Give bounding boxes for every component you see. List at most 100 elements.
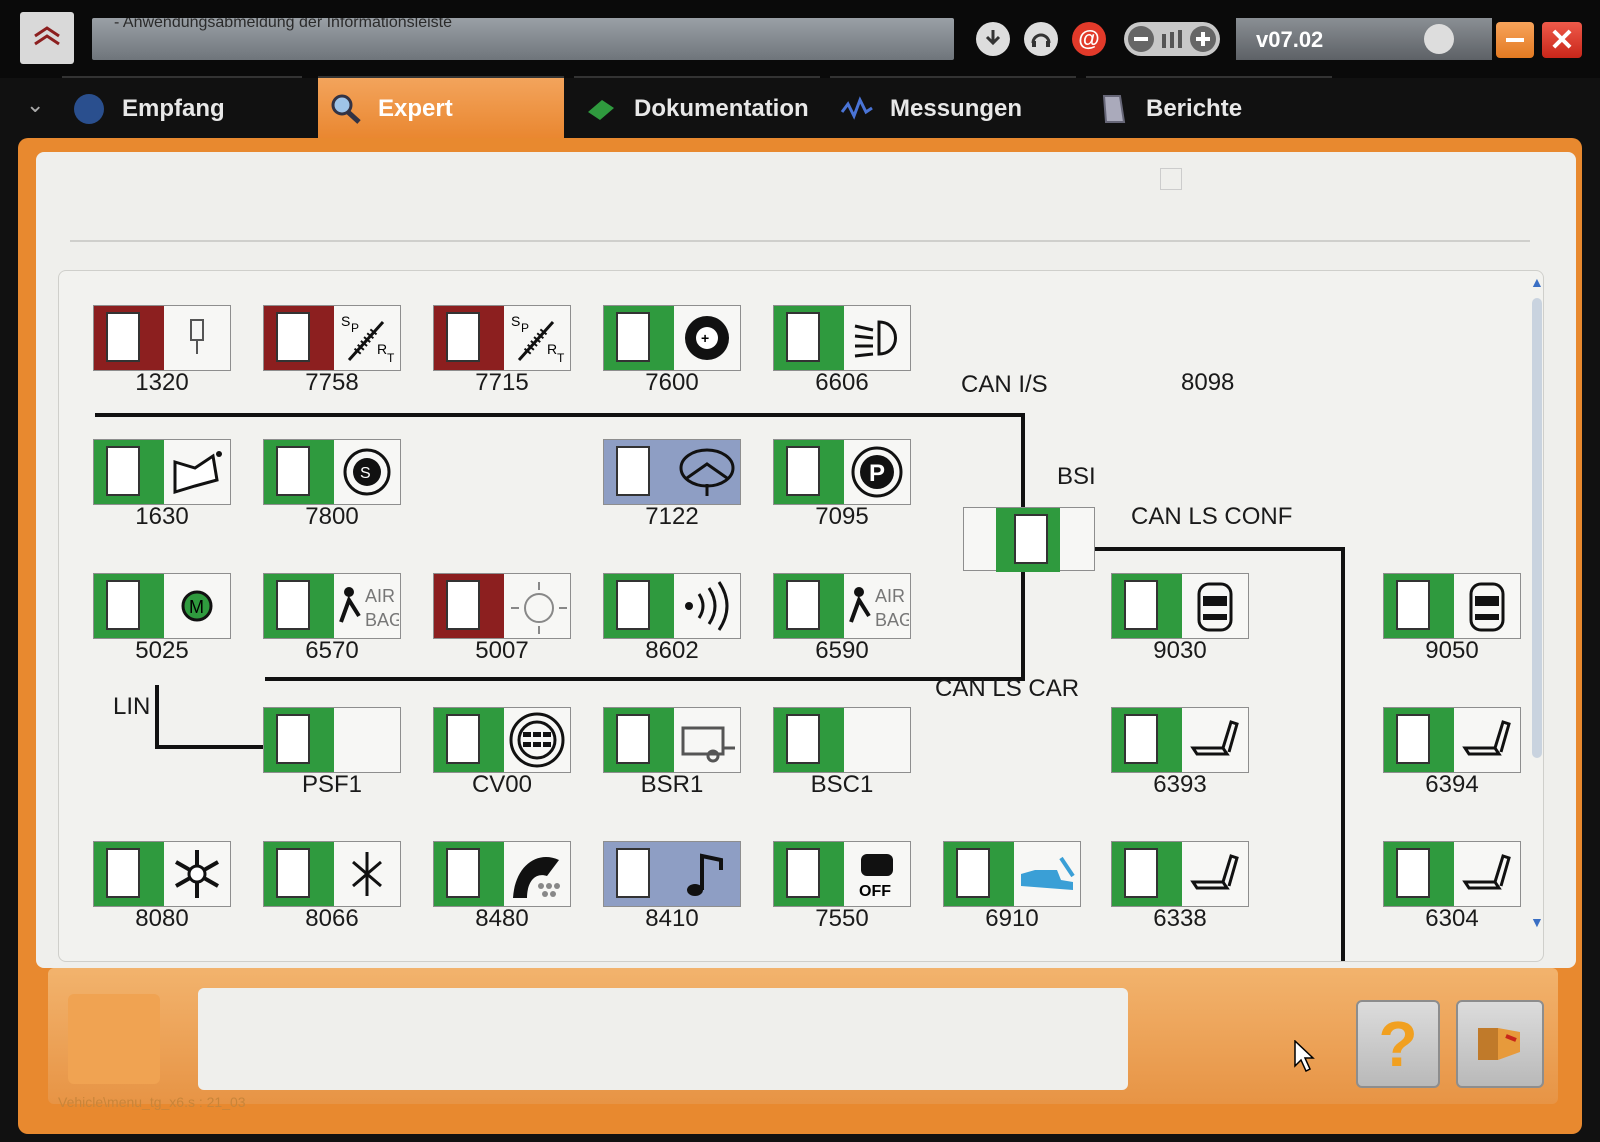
ecu-module-5007[interactable] (433, 573, 571, 639)
tab-label: Dokumentation (634, 95, 809, 122)
trailer-icon (674, 708, 740, 772)
volume-slider[interactable] (1124, 22, 1220, 56)
tab-empfang[interactable]: Empfang (62, 76, 302, 140)
minimize-button[interactable] (1496, 22, 1534, 58)
module-status-block (604, 708, 674, 772)
module-status-block (604, 574, 674, 638)
ecu-module-6570[interactable]: AIRBAG (263, 573, 401, 639)
ecu-chip-icon (106, 848, 140, 898)
lin-label: LIN (113, 693, 151, 720)
ecu-module-6394[interactable] (1383, 707, 1521, 773)
ecu-module-6910[interactable] (943, 841, 1081, 907)
ecu-module-bsr1[interactable] (603, 707, 741, 773)
module-code-label: CV00 (471, 771, 533, 798)
power-icon[interactable] (1424, 24, 1454, 54)
ecu-module-7122[interactable] (603, 439, 741, 505)
tab-dokumentation[interactable]: Dokumentation (574, 76, 820, 140)
network-diagram: CAN I/S 8098 BSI CAN LS CONF CAN LS CAR … (58, 270, 1544, 962)
ecu-module-9050[interactable] (1383, 573, 1521, 639)
ecu-module-6304[interactable] (1383, 841, 1521, 907)
ecu-module-psf1[interactable] (263, 707, 401, 773)
download-icon[interactable] (976, 22, 1010, 56)
tab-berichte[interactable]: Berichte (1086, 76, 1332, 140)
bsi-label: BSI (1057, 463, 1096, 490)
module-code-label: 6394 (1425, 771, 1479, 798)
module-code-label: 6304 (1425, 905, 1479, 932)
module-code-label: 6393 (1153, 771, 1207, 798)
ecu-chip-icon (446, 580, 480, 630)
ecu-module-8410[interactable] (603, 841, 741, 907)
small-checkbox[interactable] (1160, 168, 1182, 190)
ecu-module-9030[interactable] (1111, 573, 1249, 639)
code-8098-label: 8098 (1181, 369, 1235, 396)
scrollbar-thumb[interactable] (1532, 298, 1542, 758)
module-code-label: 5025 (135, 637, 189, 664)
ecu-module-1320[interactable] (93, 305, 231, 371)
ecu-chip-icon (616, 446, 650, 496)
module-status-block (94, 306, 164, 370)
footer-path: Vehicle\menu_tg_x6.s : 21_03 (58, 1094, 246, 1110)
steering-switch-icon (504, 708, 570, 772)
tire-pressure-icon: + (674, 306, 740, 370)
ecu-module-8066[interactable] (263, 841, 401, 907)
module-status-block (604, 306, 674, 370)
ecu-module-7800[interactable]: S (263, 439, 401, 505)
scroll-down-icon[interactable]: ▼ (1530, 914, 1544, 930)
ecu-chip-icon (616, 714, 650, 764)
tab-expert[interactable]: Expert (318, 76, 564, 140)
module-status-block (774, 306, 844, 370)
ecu-module-7600[interactable]: + (603, 305, 741, 371)
ecu-module-cv00[interactable] (433, 707, 571, 773)
ecu-chip-icon (1124, 580, 1158, 630)
tab-label: Messungen (890, 95, 1023, 122)
lin-bus-line (155, 685, 159, 747)
ecu-module-6338[interactable] (1111, 841, 1249, 907)
ecu-module-8480[interactable] (433, 841, 571, 907)
ecu-module-6393[interactable] (1111, 707, 1249, 773)
seat-icon (1454, 708, 1520, 772)
ecu-module-1630[interactable] (93, 439, 231, 505)
ecu-chip-icon (786, 714, 820, 764)
ecu-module-7095[interactable]: P (773, 439, 911, 505)
ecu-module-6606[interactable] (773, 305, 911, 371)
module-code-label: PSF1 (301, 771, 363, 798)
bsi-module[interactable] (963, 507, 1095, 572)
module-status-block (264, 306, 334, 370)
ecu-module-8080[interactable] (93, 841, 231, 907)
ecu-module-bsc1[interactable] (773, 707, 911, 773)
can-ls-car-bus-line (265, 677, 1025, 681)
vertical-scrollbar[interactable]: ▲ ▼ (1526, 274, 1548, 954)
email-icon[interactable]: @ (1072, 22, 1106, 56)
parking-brake-icon: P (844, 440, 910, 504)
module-code-label: 5007 (475, 637, 529, 664)
ecu-chip-icon (276, 580, 310, 630)
module-code-label: 6338 (1153, 905, 1207, 932)
ecu-chip-icon (446, 312, 480, 362)
connector-icon (334, 708, 400, 772)
module-status-block (264, 842, 334, 906)
ecu-chip-icon (446, 714, 480, 764)
collapse-chevron-icon[interactable]: ⌄ (26, 92, 45, 117)
ecu-module-7550[interactable]: OFF (773, 841, 911, 907)
ecu-chip-icon (616, 312, 650, 362)
ecu-module-5025[interactable]: M (93, 573, 231, 639)
help-button[interactable]: ? (1356, 1000, 1440, 1088)
ecu-module-8602[interactable] (603, 573, 741, 639)
snowflake-icon (164, 842, 230, 906)
module-code-label: 8480 (475, 905, 529, 932)
scroll-up-icon[interactable]: ▲ (1530, 274, 1544, 290)
module-status-block (604, 842, 674, 906)
ecu-module-6590[interactable]: AIRBAG (773, 573, 911, 639)
exit-button[interactable] (1456, 1000, 1544, 1088)
ecu-chip-icon (106, 446, 140, 496)
gearbox-icon (164, 440, 230, 504)
question-mark-icon: ? (1378, 1008, 1418, 1080)
close-button[interactable]: ✕ (1542, 22, 1582, 58)
svg-text:BAG: BAG (875, 610, 909, 630)
headset-icon[interactable] (1024, 22, 1058, 56)
tab-messungen[interactable]: Messungen (830, 76, 1076, 140)
